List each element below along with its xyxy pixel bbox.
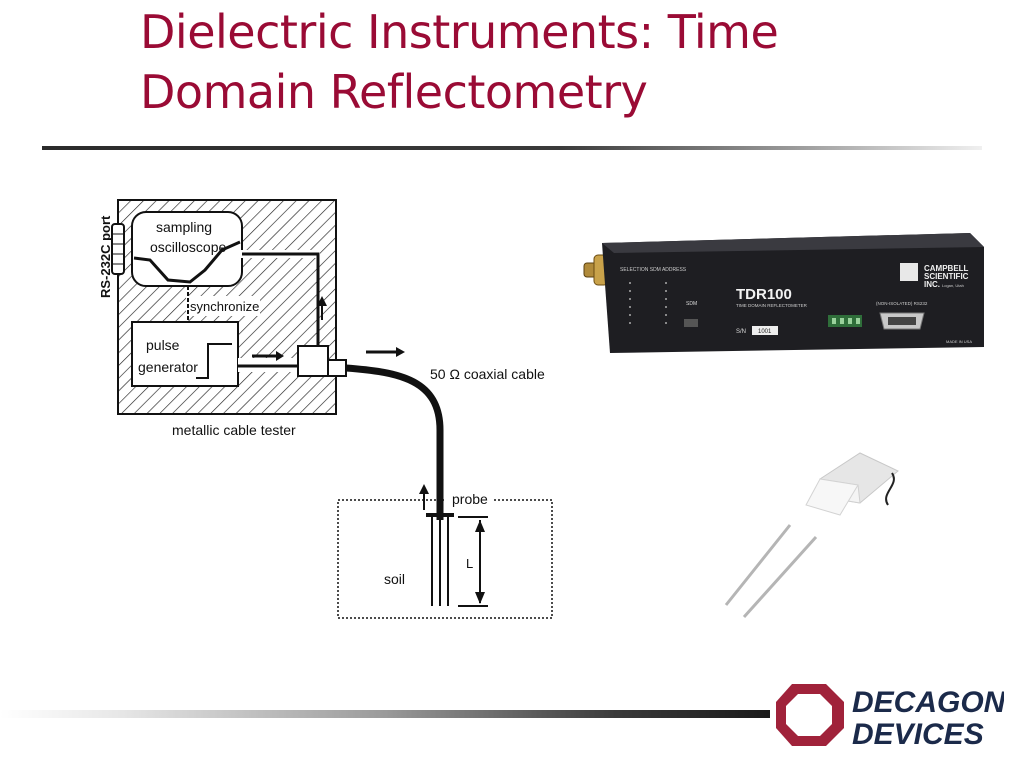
port-label: RS-232C port (98, 215, 113, 298)
logo-line2: DEVICES (852, 718, 984, 750)
made-in-label: MADE IN USA (946, 339, 972, 344)
decagon-logo: DECAGON DEVICES (776, 684, 1004, 750)
cable-label: 50 Ω coaxial cable (430, 366, 545, 382)
model-subtitle: TIME DOMAIN REFLECTOMETER (736, 303, 808, 308)
tdr-schematic: sampling oscilloscope RS-232C port synch… (98, 199, 553, 619)
pulse-label-1: pulse (146, 337, 180, 353)
title-divider (42, 146, 982, 150)
rs232-label: (NON-ISOLATED) RS232 (876, 301, 928, 306)
oscilloscope-label-1: sampling (156, 219, 212, 235)
pulse-step (196, 343, 232, 379)
pulse-label-2: generator (138, 359, 198, 375)
pulse-generator-box (131, 321, 239, 387)
brand-location: Logan, Utah (942, 283, 964, 288)
slide-title: Dielectric Instruments: Time Domain Refl… (140, 5, 779, 119)
coax-cable (345, 364, 444, 520)
sn-value: 1001 (758, 329, 772, 335)
sn-label: S/N (736, 329, 746, 335)
tdr100-instrument: SELECTION SDM ADDRESS SDM TDR100 TIME DO… (583, 233, 984, 353)
logo-line1: DECAGON (852, 686, 1004, 719)
oscilloscope-trace (133, 240, 241, 284)
length-label: L (466, 556, 473, 571)
brand-line3: INC. (924, 280, 940, 289)
probe-label: probe (452, 491, 488, 507)
soil-label: soil (384, 571, 405, 587)
oscilloscope-label-2: oscilloscope (150, 239, 226, 255)
brand-line1: CAMPBELL (924, 264, 969, 273)
sdm-label: SDM (686, 301, 697, 307)
tdr-probe-photo (724, 452, 899, 619)
t-junction (297, 345, 329, 377)
model-label: TDR100 (736, 286, 792, 303)
brand-line2: SCIENTIFIC (924, 272, 969, 281)
synchronize-label: synchronize (190, 299, 259, 314)
selection-label: SELECTION SDM ADDRESS (620, 267, 687, 273)
rs232-connector (111, 223, 125, 275)
footer-divider (0, 710, 770, 718)
tester-label: metallic cable tester (172, 422, 296, 438)
soil-box (337, 499, 553, 619)
